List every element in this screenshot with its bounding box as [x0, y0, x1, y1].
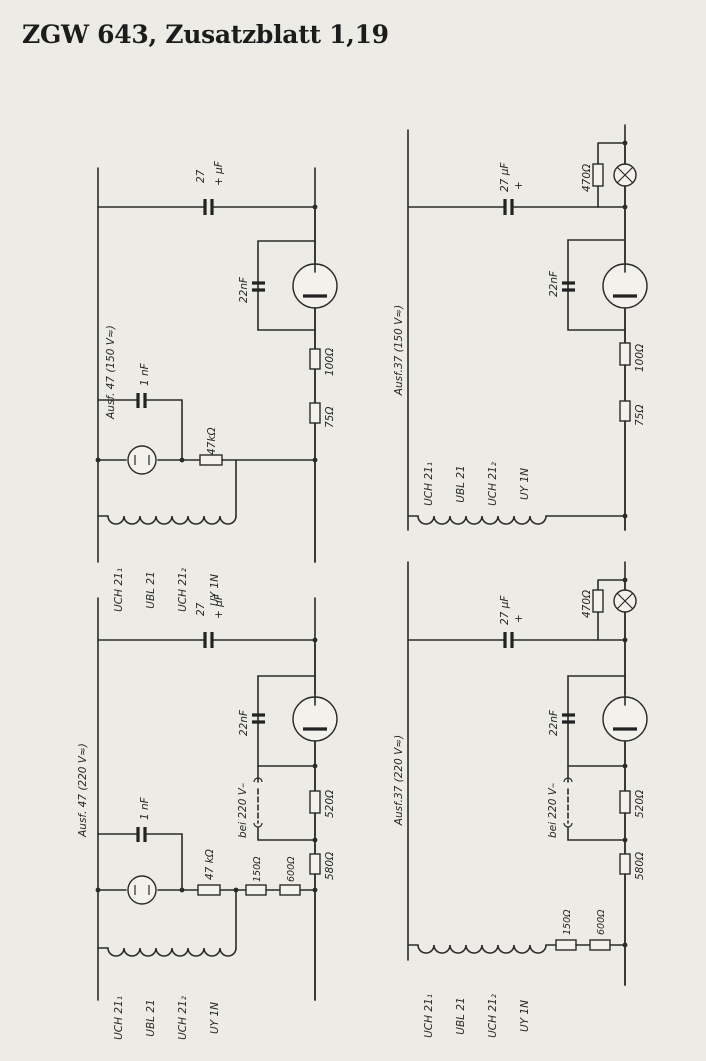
circuit-ausf37-150v: Ausf.37 (150 V≈) 470Ω 27 μF + 22nF 100Ω … [393, 124, 648, 531]
small-capacitor [136, 827, 147, 842]
filter-capacitor-unit: + μF [213, 160, 225, 186]
resistor-lower-value: 75Ω [324, 407, 336, 428]
circuit-ausf47-220v: Ausf. 47 (220 V≈) 27 + μF 22nF bei 220 V… [77, 593, 338, 1040]
filter-capacitor-plus: + [513, 181, 525, 190]
filter-capacitor-value: 27 [195, 602, 207, 616]
tube-label: UCH 21₁ [113, 568, 125, 612]
resistor-150 [555, 939, 577, 951]
resistor-lower [619, 400, 631, 422]
filter-capacitor [203, 632, 214, 648]
lamp-resistor-value: 470Ω [581, 164, 593, 192]
resistor-lower-value: 580Ω [634, 852, 646, 880]
lamp-resistor-value: 470Ω [581, 590, 593, 618]
resistor-lower-value: 75Ω [634, 405, 646, 426]
tube-capacitor-value: 22nF [548, 270, 560, 297]
resistor-upper [619, 342, 631, 366]
resistor-upper [309, 348, 321, 370]
resistor-upper-value: 520Ω [634, 790, 646, 818]
tube-label: UBL 21 [455, 465, 467, 502]
resistor-150 [245, 884, 267, 896]
circuit-heading: Ausf.37 (150 V≈) [393, 305, 405, 396]
resistor-lower [309, 853, 321, 875]
filter-capacitor-unit: + μF [213, 593, 225, 619]
tube-capacitor-value: 22nF [238, 709, 250, 736]
tube-capacitor-value: 22nF [548, 709, 560, 736]
heater-chain [407, 515, 626, 525]
heater-chain [97, 515, 237, 525]
glow-lamp-icon [127, 445, 157, 475]
tube-label: UCH 21₁ [423, 994, 435, 1038]
filter-capacitor [203, 199, 214, 215]
resistor-upper-value: 520Ω [324, 790, 336, 818]
resistor-upper [619, 790, 631, 814]
small-capacitor [136, 393, 147, 408]
tube-label: UBL 21 [145, 999, 157, 1036]
resistor-upper [309, 790, 321, 814]
tube-label: UBL 21 [455, 997, 467, 1034]
resistor-150-value: 150Ω [252, 856, 263, 882]
tube-capacitor [562, 713, 575, 724]
filter-capacitor [503, 199, 514, 215]
tube-label: UCH 21₂ [487, 993, 499, 1038]
tube-label: UY 1N [209, 574, 221, 606]
heater-chain [407, 944, 557, 954]
filter-capacitor-value: 27 μF [499, 595, 511, 625]
resistor-upper-value: 100Ω [634, 344, 646, 372]
series-resistor-value: 47 kΩ [204, 849, 216, 880]
resistor-lower [309, 402, 321, 424]
resistor-series [197, 884, 221, 896]
resistor-lower [619, 853, 631, 875]
tube-capacitor [252, 281, 265, 292]
resistor-lamp [592, 163, 604, 187]
resistor-lower-value: 580Ω [324, 852, 336, 880]
resistor-lamp [592, 589, 604, 613]
page-title: ZGW 643, Zusatzblatt 1,19 [22, 20, 389, 49]
tube-label: UCH 21₁ [423, 462, 435, 506]
tube-label: UCH 21₂ [487, 461, 499, 506]
tube-label: UCH 21₂ [177, 995, 189, 1040]
resistor-600 [589, 939, 611, 951]
circuit-heading: Ausf. 47 (220 V≈) [77, 743, 89, 838]
tube-label: UCH 21₂ [177, 567, 189, 612]
series-resistor-value: 47kΩ [206, 428, 218, 455]
circuit-ausf37-220v: Ausf.37 (220 V≈) 470Ω 27 μF + 22nF bei 2… [393, 561, 648, 1038]
resistor-600-value: 600Ω [596, 909, 607, 935]
filter-capacitor-plus: + [513, 614, 525, 623]
tube-label: UY 1N [519, 1000, 531, 1032]
tube-capacitor [562, 281, 575, 292]
circuit-ausf47-150v: Ausf. 47 (150 V≈) 27 + μF 22nF 100Ω 75Ω … [95, 160, 338, 612]
glow-lamp-icon [127, 875, 157, 905]
resistor-upper-value: 100Ω [324, 348, 336, 376]
small-capacitor-value: 1 nF [139, 796, 151, 820]
resistor-series [199, 454, 223, 466]
resistor-150-value: 150Ω [562, 909, 573, 935]
circuit-heading: Ausf. 47 (150 V≈) [105, 325, 117, 420]
tube-label: UBL 21 [145, 571, 157, 608]
heater-chain [97, 947, 237, 957]
filter-capacitor-value: 27 [195, 169, 207, 183]
tube-capacitor [252, 713, 265, 724]
resistor-600 [279, 884, 301, 896]
filter-capacitor-value: 27 μF [499, 162, 511, 192]
tube-capacitor-value: 22nF [238, 276, 250, 303]
tube-label: UCH 21₁ [113, 996, 125, 1040]
circuit-heading: Ausf.37 (220 V≈) [393, 735, 405, 826]
filter-capacitor [503, 632, 514, 648]
switch-label: bei 220 V– [547, 783, 559, 838]
tube-label: UY 1N [519, 468, 531, 500]
switch-label: bei 220 V– [237, 783, 249, 838]
small-capacitor-value: 1 nF [139, 362, 151, 386]
tube-label: UY 1N [209, 1002, 221, 1034]
resistor-600-value: 600Ω [286, 856, 297, 882]
